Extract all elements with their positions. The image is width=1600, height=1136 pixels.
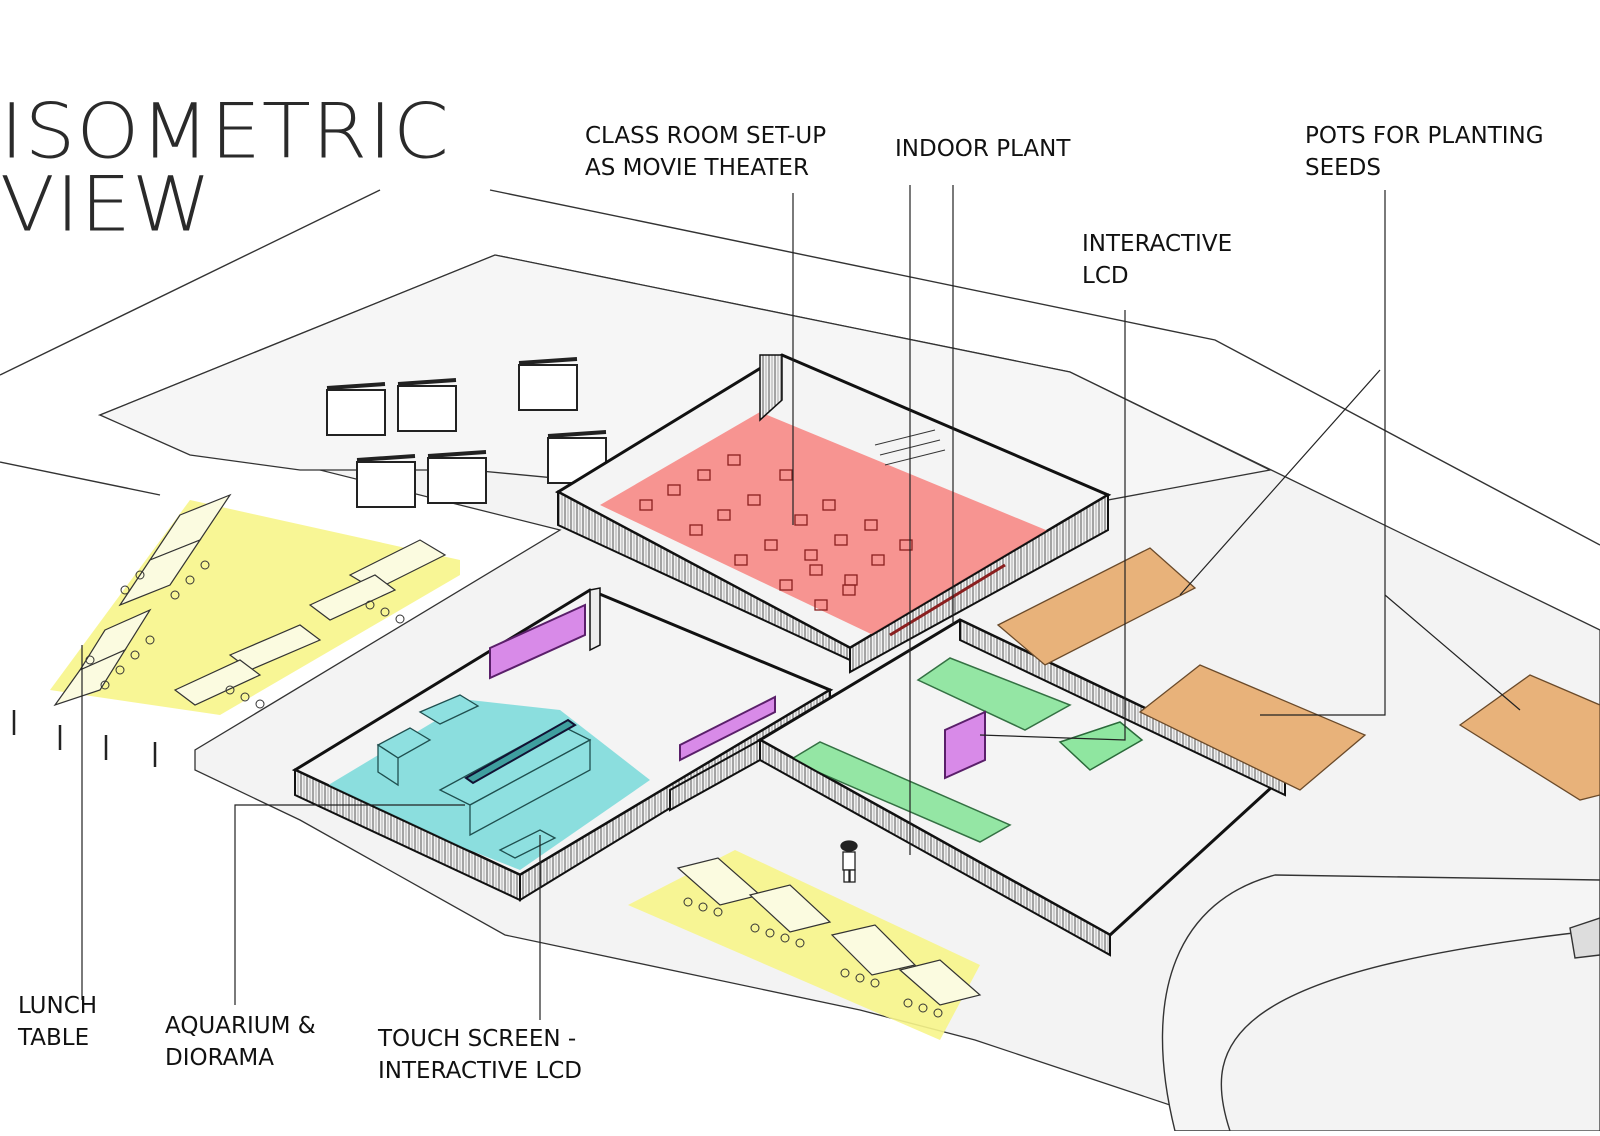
label-indoor-plant: INDOOR PLANT (895, 133, 1070, 165)
label-aquarium: AQUARIUM & DIORAMA (165, 1010, 316, 1074)
label-pots: POTS FOR PLANTING SEEDS (1305, 120, 1544, 184)
title-line-1: ISOMETRIC (0, 87, 450, 176)
lunch-table-lower (628, 850, 982, 1040)
label-touch-line1: TOUCH SCREEN - (378, 1026, 577, 1052)
site-boundary (0, 189, 1600, 546)
label-touch-screen: TOUCH SCREEN - INTERACTIVE LCD (378, 1023, 582, 1087)
label-pots-line1: POTS FOR PLANTING (1305, 123, 1544, 149)
lunch-table-zone (50, 493, 460, 715)
label-classroom: CLASS ROOM SET-UP AS MOVIE THEATER (585, 120, 826, 184)
label-interactive-lcd-line1: INTERACTIVE (1082, 231, 1233, 257)
person-figure (840, 840, 858, 883)
label-lunch-line1: LUNCH (18, 993, 98, 1019)
bollards-left (12, 710, 157, 767)
title-line-2: VIEW (0, 160, 212, 249)
label-lunch-line2: TABLE (18, 1025, 90, 1051)
label-pots-line2: SEEDS (1305, 155, 1381, 181)
label-classroom-line2: AS MOVIE THEATER (585, 155, 809, 181)
planting-pots-zone (996, 547, 1600, 801)
billboards (326, 357, 607, 508)
label-indoor-plant-line1: INDOOR PLANT (895, 136, 1071, 162)
label-classroom-line1: CLASS ROOM SET-UP (585, 123, 827, 149)
curved-path (1161, 874, 1600, 1132)
movie-theater-room (554, 353, 1112, 674)
indoor-plant-courtyard (669, 618, 1288, 957)
label-interactive-lcd-line2: LCD (1082, 263, 1129, 289)
label-touch-line2: INTERACTIVE LCD (378, 1058, 583, 1084)
label-leader-lines (81, 185, 1521, 1020)
label-interactive-lcd: INTERACTIVE LCD (1082, 228, 1232, 292)
label-aquarium-line1: AQUARIUM & (165, 1013, 316, 1039)
label-aquarium-line2: DIORAMA (165, 1045, 274, 1071)
label-lunch-table: LUNCH TABLE (18, 990, 97, 1054)
